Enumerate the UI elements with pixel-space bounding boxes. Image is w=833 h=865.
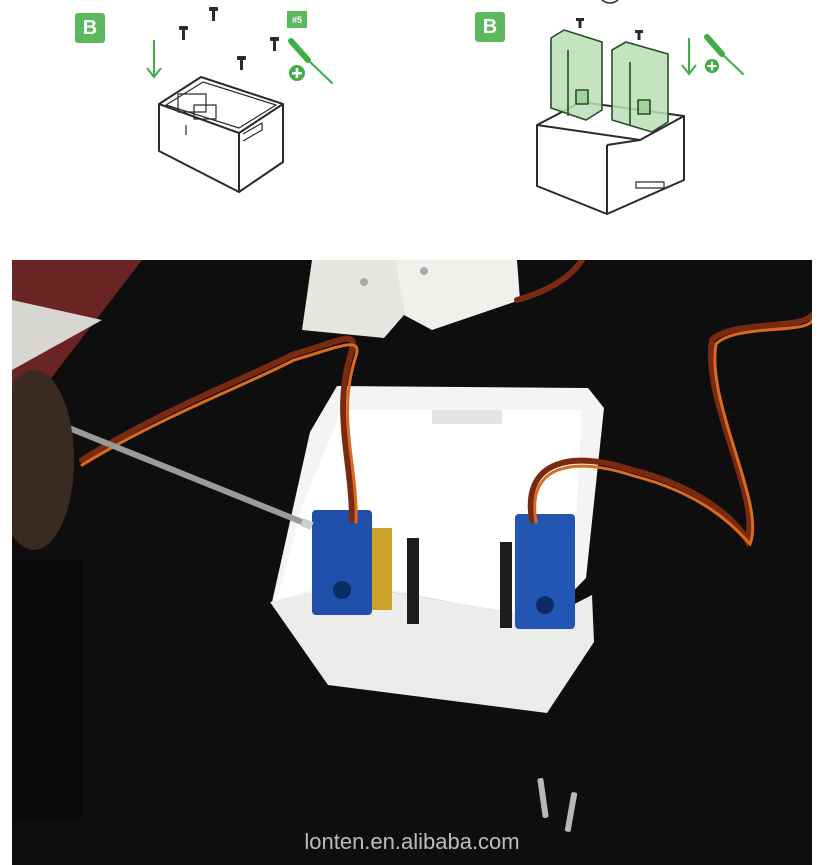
servo-wires — [79, 260, 812, 548]
screw-icon — [576, 18, 643, 40]
printed-brackets — [302, 260, 520, 338]
watermark: lonten.en.alibaba.com — [304, 829, 520, 854]
screw-size-tag: #5 — [287, 11, 307, 28]
servo-bracket-drawing — [550, 29, 669, 133]
bracket-line-illustration — [536, 0, 744, 215]
photo-scene — [12, 260, 812, 832]
down-arrow-icon — [146, 40, 162, 79]
plus-icon — [705, 59, 719, 73]
servo-left — [312, 510, 392, 615]
screw-icon — [179, 7, 279, 70]
box-line-illustration — [146, 7, 333, 193]
screwdriver-icon — [704, 34, 744, 75]
screwdriver-icon — [288, 38, 333, 84]
down-arrow-icon — [681, 38, 697, 76]
assembly-step-right: B — [416, 0, 833, 240]
loose-screws — [537, 778, 578, 832]
assembly-step-left: B — [0, 0, 416, 240]
step-badge: B — [75, 13, 105, 43]
screwdriver — [12, 370, 314, 550]
plus-icon — [289, 65, 305, 81]
box-drawing — [158, 76, 284, 193]
step-badge: B — [475, 12, 505, 42]
assembly-photo: lonten.en.alibaba.com — [12, 260, 812, 865]
servo-right — [515, 514, 575, 629]
